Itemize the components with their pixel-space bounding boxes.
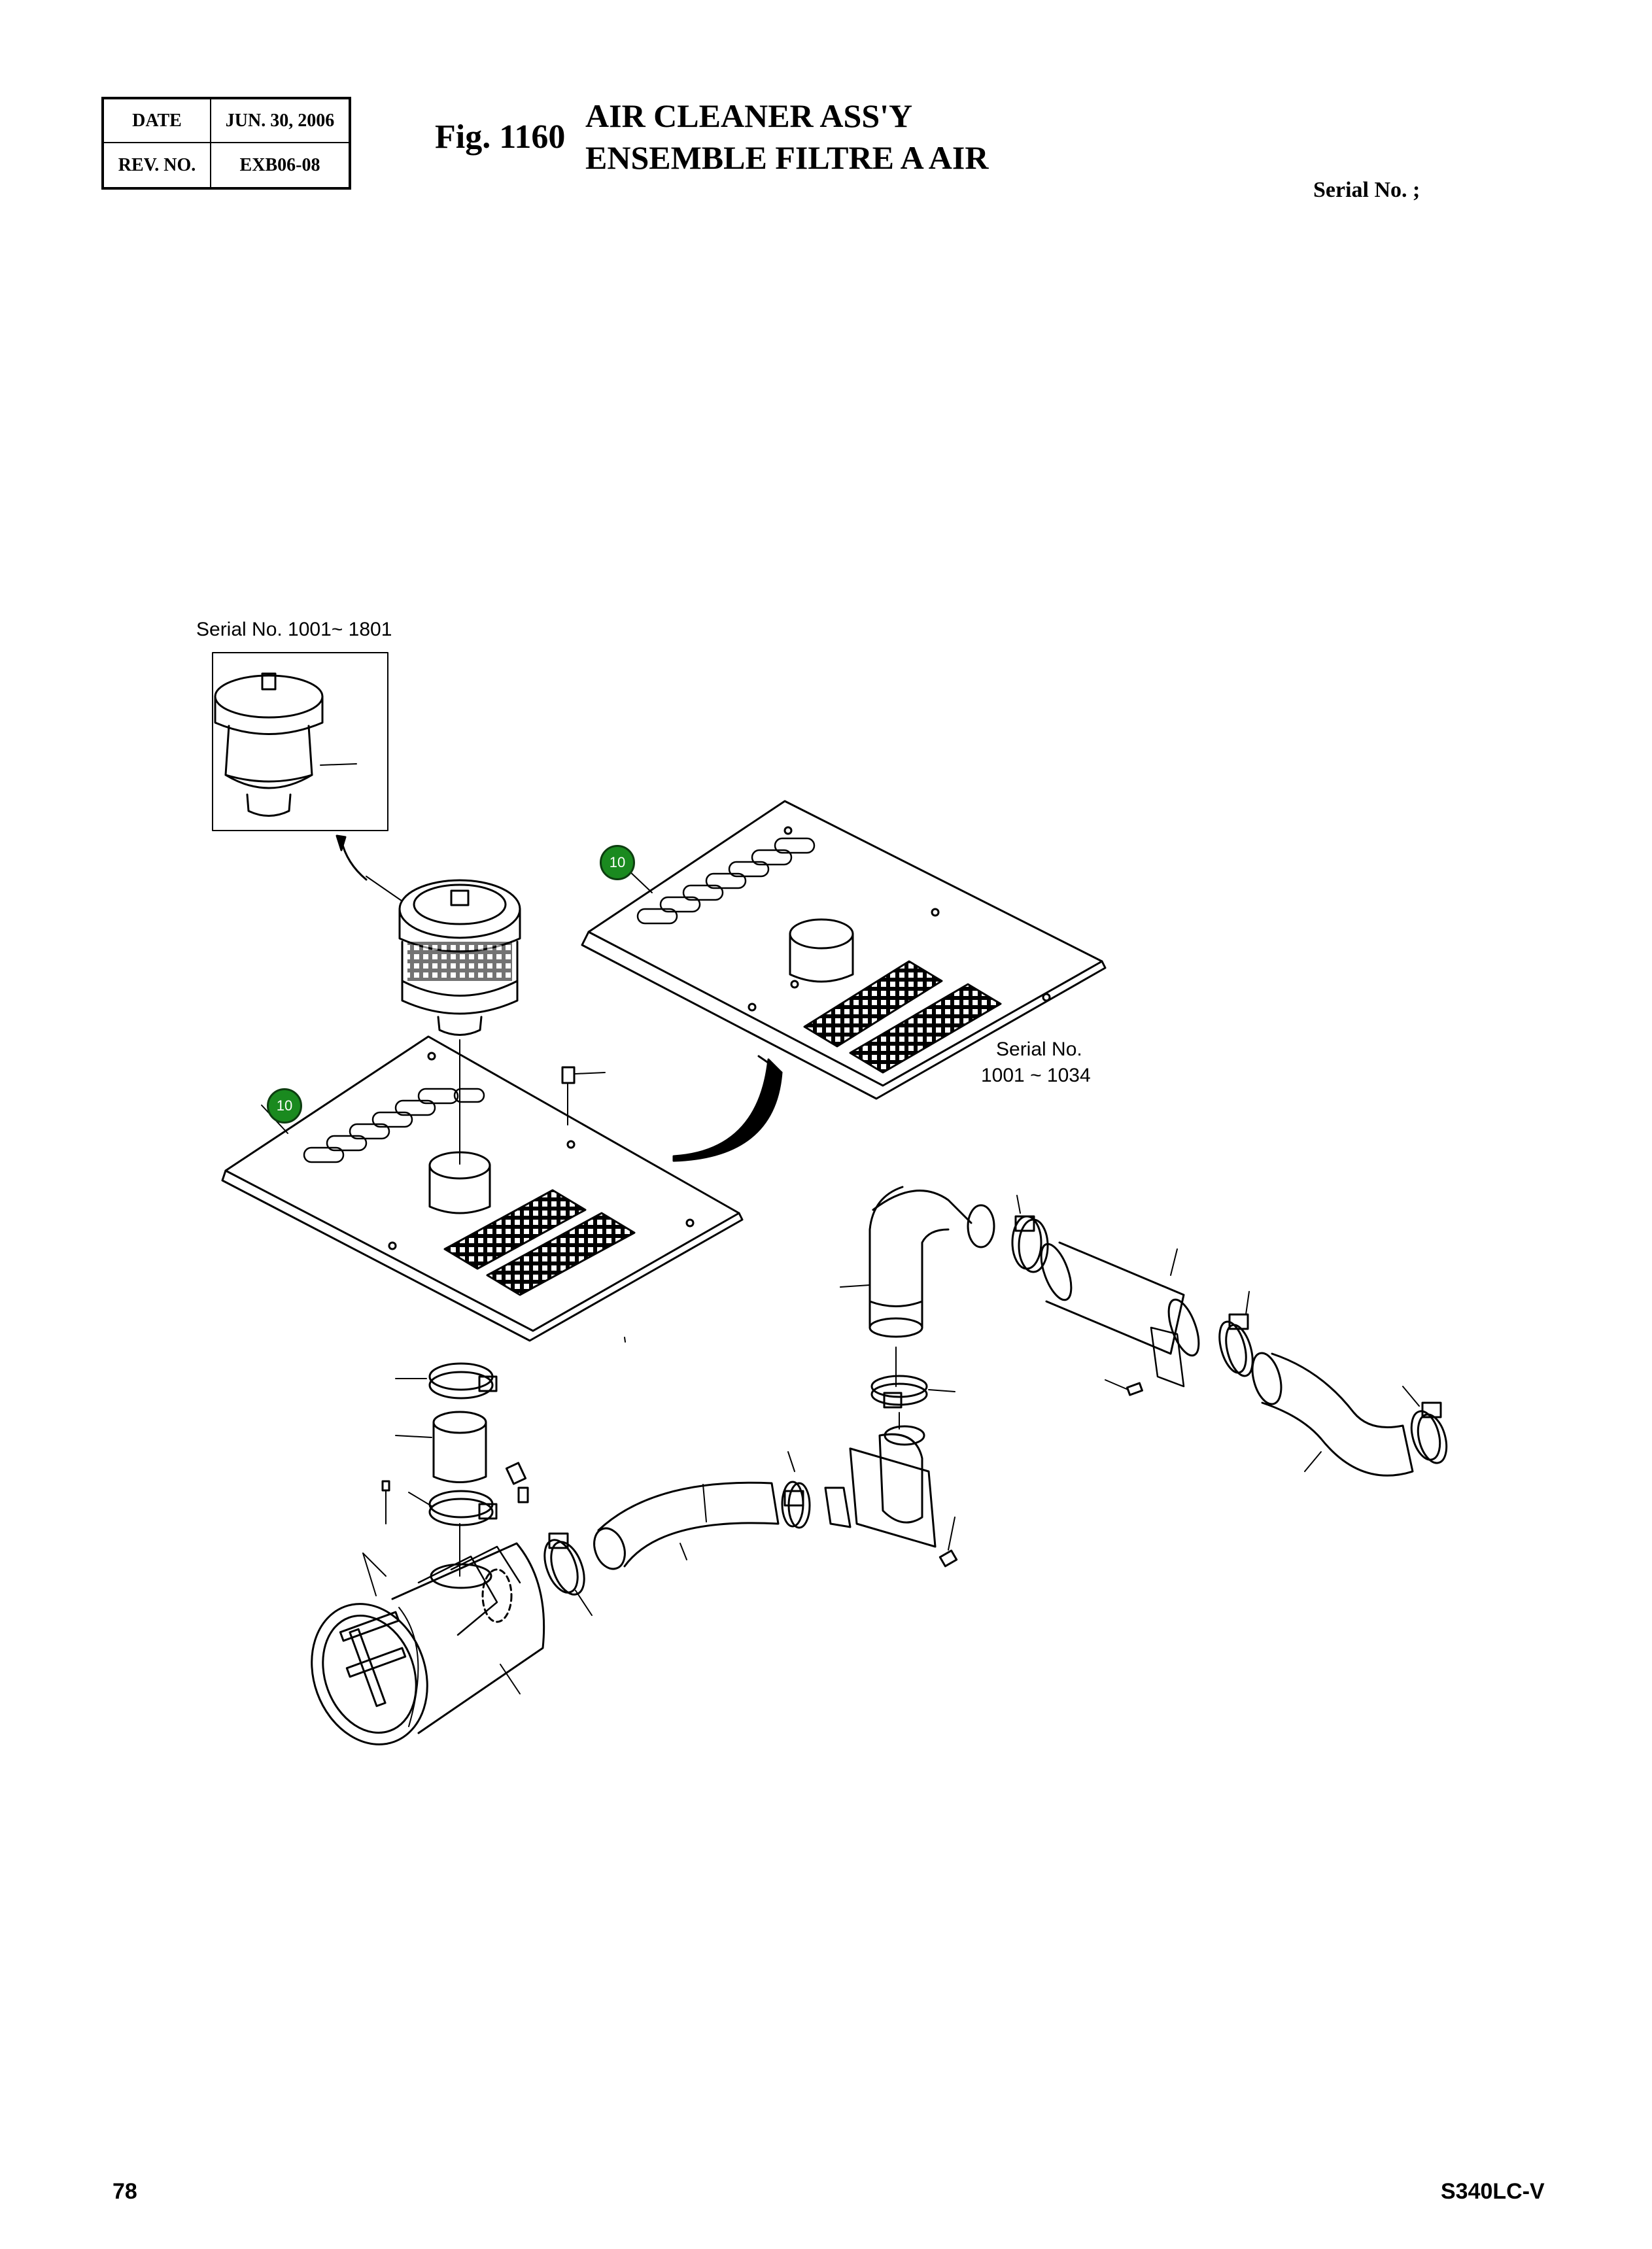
air-cleaner-body — [311, 1542, 545, 1745]
panel-serial-note-line2: 1001 ~ 1034 — [981, 1065, 1091, 1086]
inset-precleaner — [212, 652, 388, 831]
rev-label: REV. NO. — [104, 143, 211, 187]
inset-arrow — [340, 839, 368, 881]
intake-clamp-body — [543, 1532, 593, 1616]
elbow-clamp — [870, 1375, 955, 1430]
part-callout-upper: 10 — [600, 845, 635, 880]
date-value: JUN. 30, 2006 — [211, 99, 349, 143]
precleaner — [366, 876, 521, 1036]
rev-value: EXB06-08 — [239, 154, 320, 175]
panel-arrow — [672, 1058, 783, 1162]
page-number: 78 — [112, 2179, 137, 2204]
cover-panel-upper — [581, 800, 1107, 1100]
intake-hose-lower — [593, 1481, 780, 1570]
panel-serial-note-line1: Serial No. — [996, 1039, 1082, 1060]
elbow-flange — [781, 1425, 958, 1568]
part-callout-lower: 10 — [267, 1088, 302, 1124]
inset-serial-note: Serial No. 1001~ 1801 — [196, 619, 392, 640]
model-number: S340LC-V — [1441, 2179, 1545, 2204]
date-label: DATE — [104, 99, 211, 143]
serial-header: Serial No. ; — [1313, 178, 1420, 202]
revision-table: DATE JUN. 30, 2006 REV. NO. EXB06-08 — [101, 97, 351, 190]
cover-panel-lower — [221, 1035, 744, 1342]
figure-number: Fig. 1160 — [435, 118, 566, 156]
intake-clamps — [381, 1362, 529, 1577]
title-english: AIR CLEANER ASS'Y — [585, 97, 913, 134]
upper-hose-line — [1011, 1195, 1448, 1477]
title-french: ENSEMBLE FILTRE A AIR — [585, 139, 989, 176]
upper-elbow — [840, 1186, 995, 1387]
